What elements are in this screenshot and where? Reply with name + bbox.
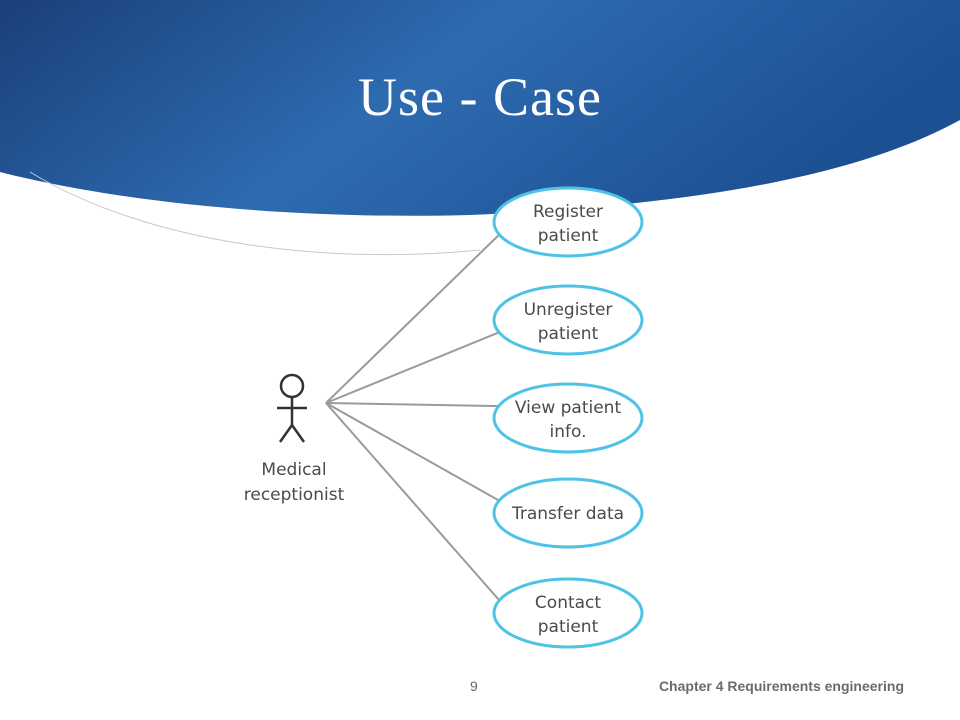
use-case-ellipse — [492, 186, 644, 258]
actor: Medical receptionist — [244, 373, 345, 505]
association-line-view-patient-info — [325, 402, 501, 408]
actor-label-line-2: receptionist — [244, 485, 345, 505]
decorative-arc — [29, 171, 481, 256]
association-line-unregister-patient — [325, 330, 501, 404]
slide-title: Use - Case — [358, 67, 602, 127]
use-case-ellipse — [492, 577, 644, 649]
use-case-ellipse — [492, 284, 644, 356]
use-case-ellipse — [492, 477, 644, 549]
use-case-ellipse — [492, 382, 644, 454]
use-case-transfer-data: Transfer data — [492, 477, 644, 549]
association-line-register-patient — [325, 233, 501, 404]
use-case-label-line: info. — [550, 422, 587, 442]
use-case-label-line: View patient — [515, 398, 622, 418]
footer-chapter: Chapter 4 Requirements engineering — [658, 678, 904, 694]
association-line-contact-patient — [325, 402, 501, 602]
use-case-label-line: patient — [538, 226, 599, 246]
stick-figure-icon — [277, 373, 307, 443]
header-swoosh-line — [0, 126, 960, 221]
use-case-contact-patient: Contact patient — [492, 577, 644, 649]
association-line-transfer-data — [325, 402, 501, 502]
use-case-label-line: Transfer data — [511, 504, 624, 524]
header-band — [0, 0, 960, 216]
use-case-label-line: patient — [538, 617, 599, 637]
use-case-label-line: Register — [533, 202, 603, 222]
actor-label-line-1: Medical — [261, 460, 326, 480]
use-case-label-line: Unregister — [524, 300, 613, 320]
association-lines — [325, 233, 501, 602]
page-number: 9 — [470, 678, 478, 694]
use-case-label-line: patient — [538, 324, 599, 344]
use-case-register-patient: Register patient — [492, 186, 644, 258]
use-case-unregister-patient: Unregister patient — [492, 284, 644, 356]
use-case-view-patient-info: View patient info. — [492, 382, 644, 454]
use-case-label-line: Contact — [535, 593, 601, 613]
